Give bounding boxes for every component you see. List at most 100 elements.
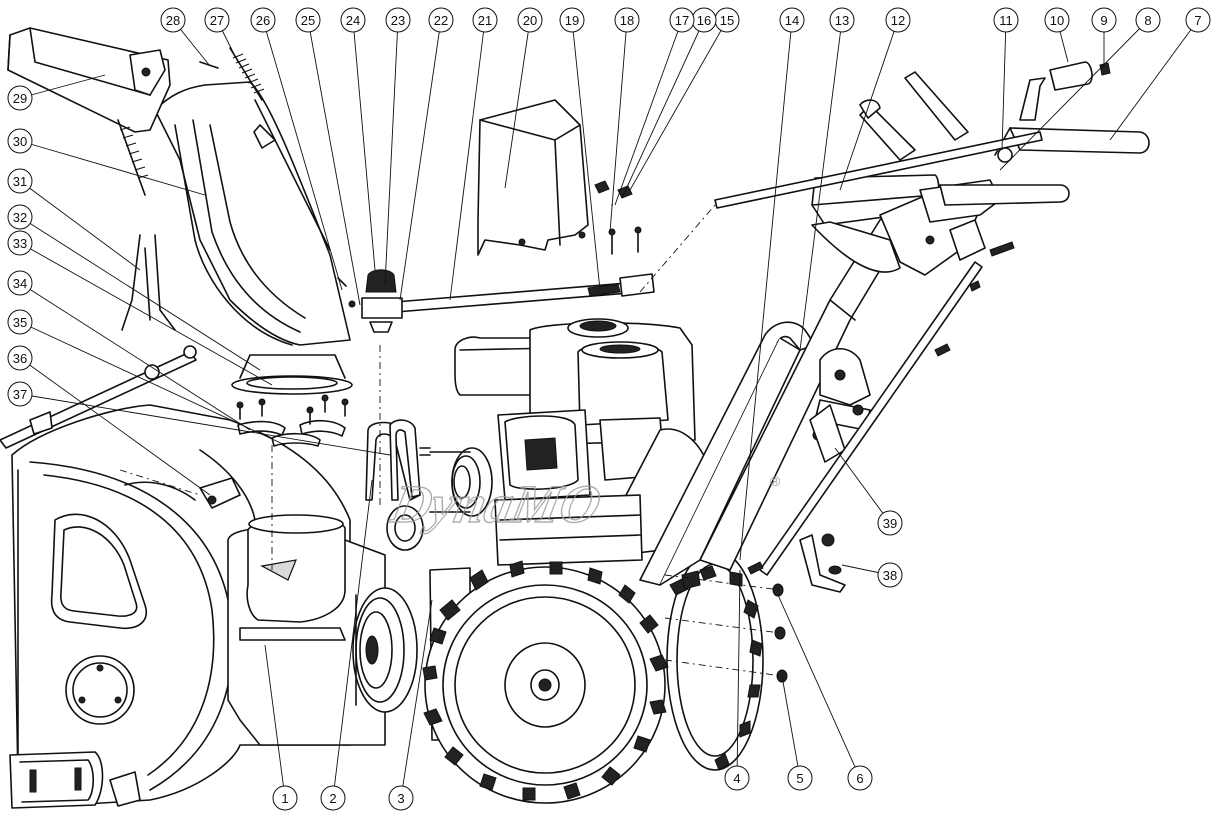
leader-line-22 <box>399 19 442 301</box>
callout-29: 29 <box>7 85 33 111</box>
leader-line-29 <box>19 74 106 99</box>
auger-shaft <box>0 345 197 449</box>
callout-circle-21 <box>472 7 498 33</box>
callout-label-28: 28 <box>166 13 180 28</box>
callout-8: 8 <box>1135 7 1161 33</box>
callout-circle-8 <box>1135 7 1161 33</box>
callout-7: 7 <box>1185 7 1211 33</box>
callout-circle-27 <box>204 7 230 33</box>
callout-12: 12 <box>885 7 911 33</box>
leader-line-4 <box>736 569 741 779</box>
leader-line-11 <box>1001 19 1007 151</box>
callout-27: 27 <box>204 7 230 33</box>
leader-line-8 <box>999 19 1149 171</box>
callout-label-30: 30 <box>13 134 27 149</box>
callout-circle-1 <box>272 785 298 811</box>
leader-line-6 <box>777 594 861 779</box>
callout-25: 25 <box>295 7 321 33</box>
callout-19: 19 <box>559 7 585 33</box>
callout-circle-35 <box>7 309 33 335</box>
callout-label-27: 27 <box>210 13 224 28</box>
callout-20: 20 <box>517 7 543 33</box>
callout-circle-28 <box>160 7 186 33</box>
callout-label-18: 18 <box>620 13 634 28</box>
impeller-pulley <box>352 587 418 713</box>
leader-line-26 <box>262 19 343 291</box>
callout-10: 10 <box>1044 7 1070 33</box>
callout-label-13: 13 <box>835 13 849 28</box>
callout-label-9: 9 <box>1100 13 1107 28</box>
callout-label-32: 32 <box>13 210 27 225</box>
callout-32: 32 <box>7 204 33 230</box>
leader-line-36 <box>19 357 211 496</box>
callout-22: 22 <box>428 7 454 33</box>
leader-line-19 <box>571 19 601 291</box>
callout-18: 18 <box>614 7 640 33</box>
handle-bars <box>859 71 1150 206</box>
leader-line-39 <box>834 447 891 524</box>
callout-circle-4 <box>724 765 750 791</box>
callout-34: 34 <box>7 270 33 296</box>
leader-line-12 <box>839 19 899 191</box>
callout-38: 38 <box>877 562 903 588</box>
callout-label-14: 14 <box>785 13 799 28</box>
callout-6: 6 <box>847 765 873 791</box>
right-wheel <box>666 549 764 771</box>
callout-label-3: 3 <box>397 791 404 806</box>
chute-bracket <box>199 477 241 509</box>
callout-4: 4 <box>724 765 750 791</box>
callout-circle-7 <box>1185 7 1211 33</box>
callout-13: 13 <box>829 7 855 33</box>
leader-line-34 <box>19 282 251 431</box>
callout-circle-13 <box>829 7 855 33</box>
leader-line-7 <box>1109 19 1199 141</box>
callout-15: 15 <box>714 7 740 33</box>
callout-circle-17 <box>669 7 695 33</box>
leader-line-2 <box>332 479 373 799</box>
callout-37: 37 <box>7 381 33 407</box>
engine-pulley <box>419 447 493 517</box>
callout-circle-29 <box>7 85 33 111</box>
callout-label-37: 37 <box>13 387 27 402</box>
callout-circle-38 <box>877 562 903 588</box>
callout-label-19: 19 <box>565 13 579 28</box>
callout-21: 21 <box>472 7 498 33</box>
callout-circle-33 <box>7 230 33 256</box>
mounting-bracket <box>799 533 846 593</box>
callout-16: 16 <box>691 7 717 33</box>
callout-circle-5 <box>787 765 813 791</box>
leader-line-18 <box>609 19 628 233</box>
callout-24: 24 <box>340 7 366 33</box>
watermark: DynaMO ® <box>385 473 781 535</box>
callout-3: 3 <box>388 785 414 811</box>
leader-line-21 <box>449 19 486 301</box>
leader-line-1 <box>264 644 286 799</box>
assembly-lines <box>119 204 783 677</box>
belt-fasteners <box>594 180 642 255</box>
callout-circle-6 <box>847 765 873 791</box>
callout-label-15: 15 <box>720 13 734 28</box>
callout-36: 36 <box>7 345 33 371</box>
watermark-registered-mark: ® <box>770 473 781 489</box>
callout-label-29: 29 <box>13 91 27 106</box>
callout-label-26: 26 <box>256 13 270 28</box>
leader-line-5 <box>781 675 801 779</box>
callout-label-4: 4 <box>733 771 740 786</box>
callout-label-5: 5 <box>796 771 803 786</box>
callout-circle-22 <box>428 7 454 33</box>
callout-label-10: 10 <box>1050 13 1064 28</box>
callout-circle-37 <box>7 381 33 407</box>
callout-label-17: 17 <box>675 13 689 28</box>
callout-circle-31 <box>7 168 33 194</box>
callout-circle-26 <box>250 7 276 33</box>
callout-label-22: 22 <box>434 13 448 28</box>
leader-line-30 <box>19 140 206 196</box>
callout-label-35: 35 <box>13 315 27 330</box>
callout-label-25: 25 <box>301 13 315 28</box>
leader-line-20 <box>504 19 531 189</box>
chute-deflector <box>7 27 171 133</box>
callout-label-24: 24 <box>346 13 360 28</box>
leader-line-13 <box>799 19 843 351</box>
callout-9: 9 <box>1091 7 1117 33</box>
